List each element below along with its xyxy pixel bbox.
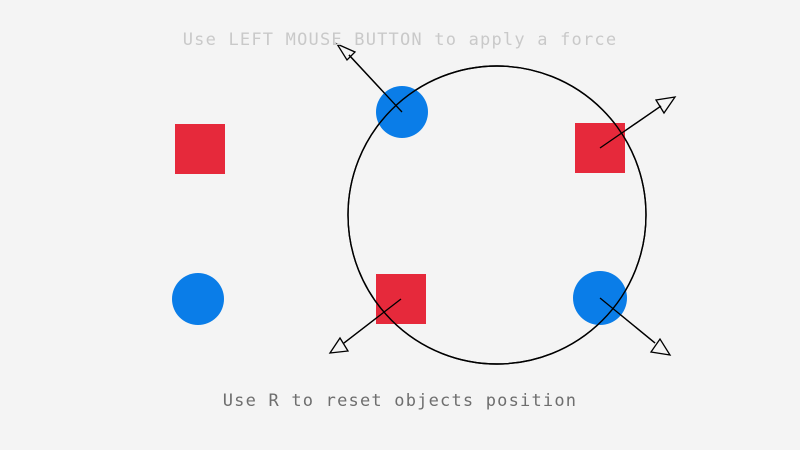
force-arrowhead-square-bottom-center [328, 336, 350, 354]
force-arrowhead-square-top-right [654, 96, 677, 115]
force-line-overlay-circle-bottom-right [599, 297, 656, 344]
guide-circle-overlay [347, 65, 647, 365]
force-arrowhead-circle-bottom-right [649, 337, 672, 356]
force-line-overlay-square-top-right [599, 105, 662, 149]
force-line-overlay-circle-top [348, 54, 403, 113]
force-line-overlay-square-bottom-center [343, 298, 402, 344]
body-circle-left[interactable] [172, 273, 224, 325]
body-square-left[interactable] [175, 124, 225, 174]
force-arrowhead-circle-top [335, 42, 357, 62]
